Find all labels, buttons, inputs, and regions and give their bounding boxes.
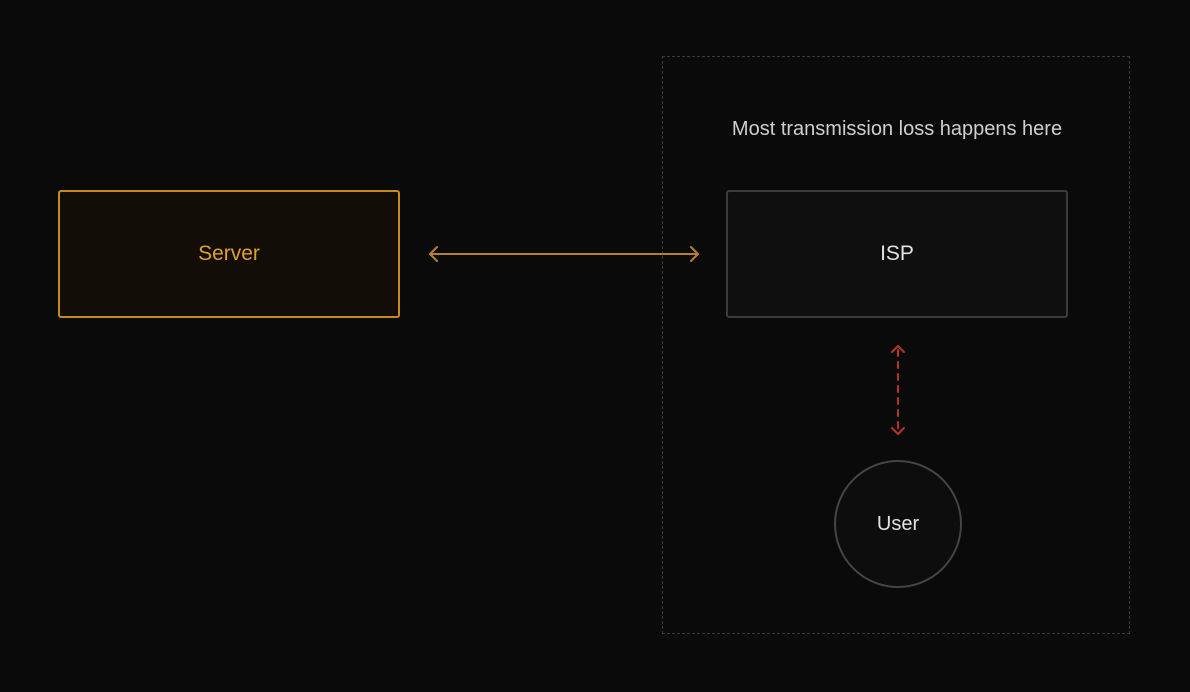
server-label: Server (198, 242, 260, 265)
server-isp-arrow (429, 246, 699, 262)
user-node: User (834, 460, 962, 588)
isp-node: ISP (726, 190, 1068, 318)
isp-user-zone (662, 56, 1130, 634)
server-node: Server (58, 190, 400, 318)
zone-caption: Most transmission loss happens here (731, 118, 1063, 140)
user-label: User (876, 512, 920, 535)
isp-label: ISP (880, 242, 914, 265)
isp-user-lossy-arrow (891, 345, 905, 435)
